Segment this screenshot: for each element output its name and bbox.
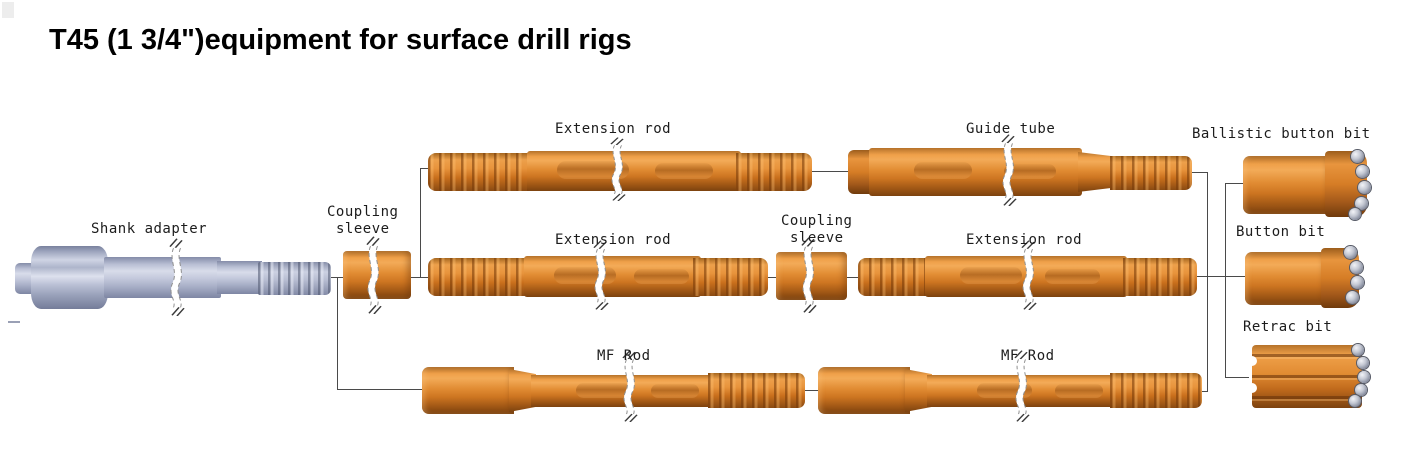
carbide-button — [1350, 261, 1363, 274]
line-mfrod2-to-junction — [1199, 391, 1208, 392]
carbide-button — [1356, 165, 1369, 178]
line-rod-to-guide-tube — [808, 171, 850, 172]
label-coupling-sleeve-2-line2: sleeve — [790, 230, 844, 246]
ballistic-button-bit-body — [1243, 156, 1331, 214]
wrench-flat — [557, 161, 629, 179]
label-button-bit: Button bit — [1236, 224, 1326, 240]
carbide-button — [1351, 276, 1364, 289]
break-symbol — [164, 238, 190, 320]
line-branch-down-horizontal — [337, 389, 425, 390]
mf-rod-right-threads — [1110, 373, 1202, 408]
break-symbol — [1016, 240, 1042, 314]
carbide-button — [1355, 384, 1367, 396]
corner-artifact — [2, 2, 14, 18]
label-extension-rod-mid-right: Extension rod — [966, 232, 1083, 248]
label-coupling-sleeve-1-line1: Coupling — [327, 204, 399, 220]
label-mf-rod-right: MF Rod — [1001, 348, 1055, 364]
wrench-flat — [655, 163, 713, 179]
left-edge-dash — [8, 321, 20, 323]
guide-tube-taper — [1078, 152, 1114, 192]
carbide-button — [1349, 395, 1361, 407]
line-guide-tube-to-junction — [1190, 172, 1208, 173]
wrench-flat — [576, 383, 631, 398]
page-title: T45 (1 3/4")equipment for surface drill … — [49, 24, 632, 56]
break-symbol — [617, 350, 643, 426]
shank-adapter-tip — [15, 263, 34, 294]
extension-rod-mid-right-threads-right — [1123, 258, 1197, 296]
carbide-button — [1355, 197, 1368, 210]
carbide-button — [1358, 181, 1371, 194]
line-middle-to-bits — [1195, 276, 1246, 277]
carbide-button — [1344, 246, 1357, 259]
wrench-flat — [634, 269, 689, 284]
line-junction-left-vertical — [1207, 172, 1208, 392]
carbide-button — [1357, 357, 1369, 369]
label-extension-rod-top: Extension rod — [555, 121, 672, 137]
retrac-bit-notch — [1247, 356, 1257, 366]
line-to-ballistic-bit — [1225, 183, 1245, 184]
label-coupling-sleeve-1-line2: sleeve — [336, 221, 390, 237]
break-symbol — [1009, 350, 1035, 426]
line-junction-right-vertical — [1225, 183, 1226, 378]
carbide-button — [1352, 344, 1364, 356]
wrench-flat — [1004, 164, 1056, 179]
break-symbol — [361, 236, 387, 318]
label-shank-adapter: Shank adapter — [91, 221, 208, 237]
wrench-flat — [914, 162, 972, 179]
carbide-button — [1346, 291, 1359, 304]
break-symbol — [605, 137, 631, 205]
label-mf-rod-left: MF Rod — [597, 348, 651, 364]
extension-rod-top-threads-left — [428, 153, 531, 191]
wrench-flat — [1055, 384, 1103, 398]
mf-rod-right-thick-end — [818, 367, 910, 414]
carbide-button — [1351, 150, 1364, 163]
shank-adapter-chuck — [31, 246, 108, 309]
extension-rod-mid-left-threads-left — [428, 258, 528, 296]
mf-rod-left-threads — [708, 373, 805, 408]
shank-adapter-shaft — [217, 261, 262, 294]
label-retrac-bit: Retrac bit — [1243, 319, 1333, 335]
extension-rod-mid-right-threads-left — [858, 258, 929, 296]
line-branch-up — [420, 168, 421, 278]
mf-rod-left-body — [531, 375, 713, 407]
break-symbol — [588, 240, 614, 314]
button-bit-body — [1245, 252, 1327, 305]
line-branch-up-horizontal — [420, 168, 430, 169]
line-branch-down — [337, 277, 338, 390]
line-mfrod1-to-mfrod2 — [803, 390, 820, 391]
guide-tube-cap — [848, 150, 873, 194]
carbide-button — [1358, 371, 1370, 383]
line-rod1-to-sleeve2 — [766, 277, 778, 278]
extension-rod-top-body — [527, 151, 741, 191]
mf-rod-left-thick-end — [422, 367, 514, 414]
break-symbol — [796, 237, 822, 317]
label-coupling-sleeve-2-line1: Coupling — [781, 213, 853, 229]
label-guide-tube: Guide tube — [966, 121, 1056, 137]
guide-tube-threads — [1110, 156, 1192, 190]
label-ballistic-button-bit: Ballistic button bit — [1192, 126, 1371, 142]
retrac-bit-body — [1252, 345, 1362, 408]
extension-rod-mid-left-threads-right — [693, 258, 768, 296]
wrench-flat — [960, 267, 1022, 284]
line-to-retrac-bit — [1225, 377, 1249, 378]
guide-tube-body — [869, 148, 1082, 196]
wrench-flat — [651, 384, 699, 398]
label-extension-rod-mid-left: Extension rod — [555, 232, 672, 248]
shank-adapter-threads — [258, 262, 331, 295]
carbide-button — [1349, 208, 1361, 220]
extension-rod-top-threads-right — [736, 153, 812, 191]
retrac-bit-notch — [1247, 383, 1257, 393]
line-sleeve2-to-rod2 — [845, 277, 860, 278]
shank-adapter-body — [104, 257, 221, 298]
break-symbol — [996, 134, 1022, 210]
wrench-flat — [1045, 269, 1100, 284]
